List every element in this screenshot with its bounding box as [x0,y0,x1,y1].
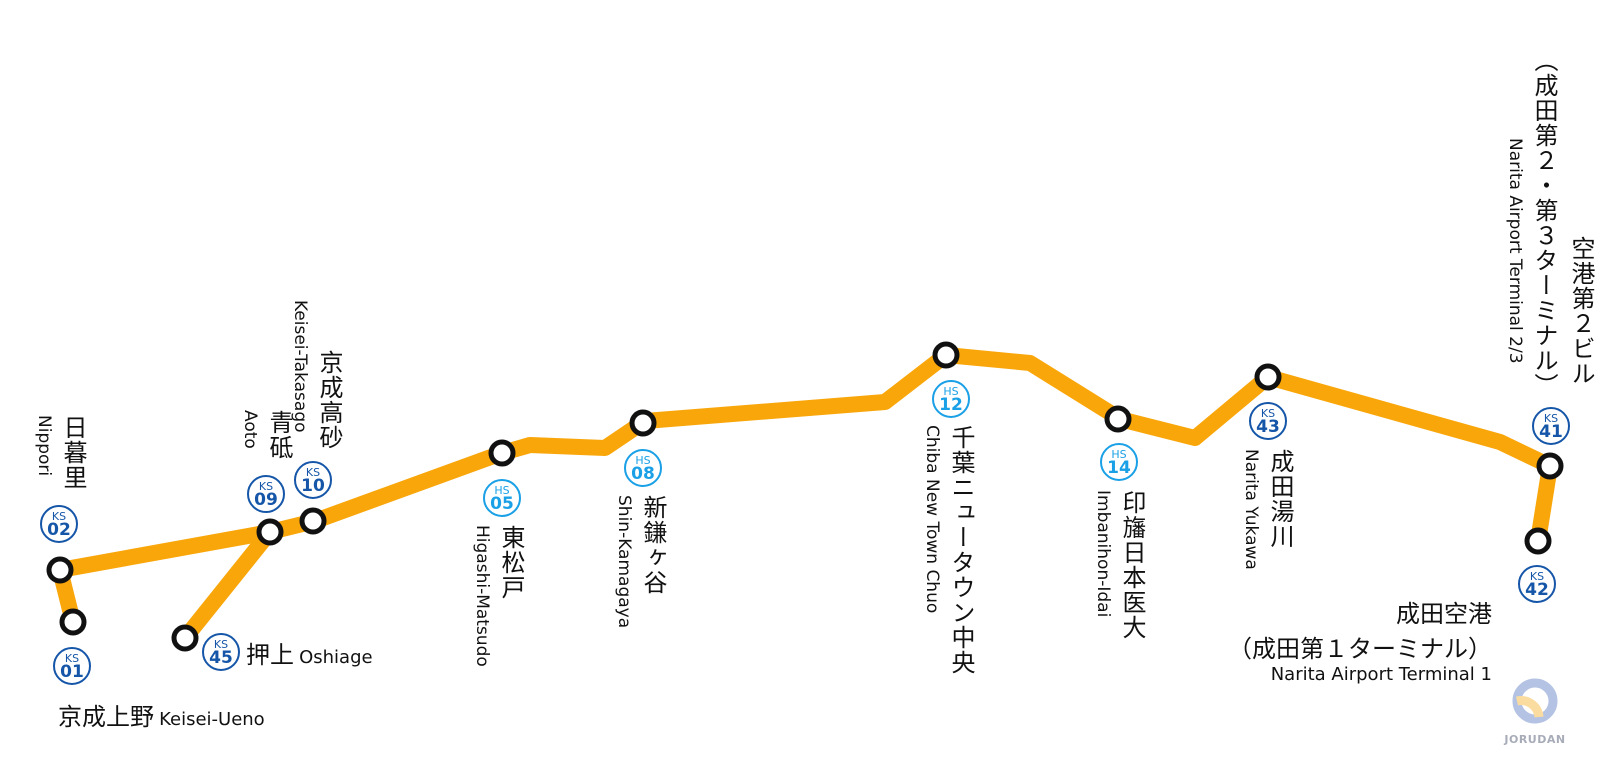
jorudan-logo: JORUDAN [1500,675,1570,746]
badge-line: HS [1111,447,1127,461]
station-label-ks41[interactable]: 空港第２ビル （成田第２・第３ターミナル） Narita Airport Ter… [1505,48,1599,398]
badge-line: KS [258,479,274,493]
station-marker-hs14[interactable] [1104,405,1132,433]
station-marker-hs12[interactable] [932,341,960,369]
logo-text: JORUDAN [1504,733,1566,746]
station-name-ja: 京成高砂 [315,350,343,450]
station-label-hs08[interactable]: 新鎌ヶ谷 Shin-Kamagaya [614,495,671,628]
station-name-en: Oshiage [299,647,373,668]
station-marker-ks45[interactable] [171,624,199,652]
badge-line: HS [635,453,651,467]
badge-number: 01 [60,661,84,682]
badge-line: KS [213,637,229,651]
badge-number: 14 [1107,457,1131,478]
badge-number: 05 [490,493,514,514]
badge-number: 12 [939,394,963,415]
badge-number: 08 [631,463,655,484]
badge-line: HS [494,483,510,497]
station-name-en: Keisei-Takasago [290,300,310,433]
station-marker-ks43[interactable] [1254,363,1282,391]
station-name-ja-sub: （成田第１ターミナル） [1228,635,1492,663]
station-label-ks42[interactable]: 成田空港 （成田第１ターミナル） Narita Airport Terminal… [1228,594,1492,685]
station-label-ks43[interactable]: 成田湯川 Narita Yukawa [1241,449,1298,570]
station-name-ja: 押上 [246,641,294,669]
station-label-ks45[interactable]: 押上 Oshiage [246,635,373,670]
badge-number: 10 [301,475,325,496]
station-name-ja: 印旛日本医大 [1118,490,1146,640]
station-name-ja: 東松戸 [497,525,525,600]
station-marker-ks02[interactable] [46,556,74,584]
station-name-ja: 成田湯川 [1266,449,1294,549]
badge-number: 09 [254,489,278,510]
station-name-en: Narita Yukawa [1241,449,1261,570]
station-label-ks01[interactable]: 京成上野 Keisei-Ueno [58,697,265,732]
station-marker-ks42[interactable] [1524,527,1552,555]
station-name-ja-sub: （成田第２・第３ターミナル） [1530,48,1558,398]
badge-line: KS [1260,406,1276,420]
station-marker-ks41[interactable] [1536,452,1564,480]
station-marker-hs05[interactable] [488,439,516,467]
station-marker-ks10[interactable] [299,507,327,535]
station-name-ja: 成田空港 [1396,600,1492,628]
route-line [52,347,1558,646]
station-name-ja: 千葉ニュータウン中央 [947,425,975,675]
station-name-en: Narita Airport Terminal 1 [1270,664,1492,685]
station-name-ja: 日暮里 [59,415,87,490]
station-name-en: Chiba New Town Chuo [922,425,942,614]
station-marker-ks09[interactable] [256,518,284,546]
badge-line: KS [51,509,67,523]
station-label-ks10[interactable]: 京成高砂 Keisei-Takasago [290,300,347,450]
station-label-hs05[interactable]: 東松戸 Higashi-Matsudo [472,525,529,667]
station-name-ja: 空港第２ビル [1567,236,1595,386]
station-name-en: Nippori [34,415,54,477]
badge-number: 41 [1539,421,1563,442]
badge-line: KS [1543,411,1559,425]
station-marker-ks01[interactable] [59,608,87,636]
badge-number: 45 [209,647,233,668]
station-label-ks02[interactable]: 日暮里 Nippori [34,415,91,490]
station-name-ja: 新鎌ヶ谷 [639,495,667,595]
station-label-hs12[interactable]: 千葉ニュータウン中央 Chiba New Town Chuo [922,425,979,675]
station-label-ks09[interactable]: 青砥 Aoto [240,410,297,460]
badge-line: KS [1529,569,1545,583]
station-name-en: Shin-Kamagaya [614,495,634,629]
station-label-hs14[interactable]: 印旛日本医大 Imbanihon-Idai [1093,490,1150,640]
badge-line: KS [64,651,80,665]
badge-line: HS [943,384,959,398]
station-name-en: Imbanihon-Idai [1093,490,1113,618]
station-marker-hs08[interactable] [629,409,657,437]
station-name-ja: 青砥 [265,410,293,460]
badge-line: KS [305,465,321,479]
badge-number: 42 [1525,579,1549,600]
station-name-en: Higashi-Matsudo [472,525,492,667]
station-name-en: Aoto [240,410,260,449]
logo-ring-icon [1512,678,1558,724]
badge-number: 43 [1256,416,1280,437]
station-name-ja: 京成上野 [58,703,154,731]
badge-number: 02 [47,519,71,540]
station-name-en: Narita Airport Terminal 2/3 [1505,138,1525,364]
station-name-en: Keisei-Ueno [159,709,265,730]
station-markers [46,341,1564,652]
